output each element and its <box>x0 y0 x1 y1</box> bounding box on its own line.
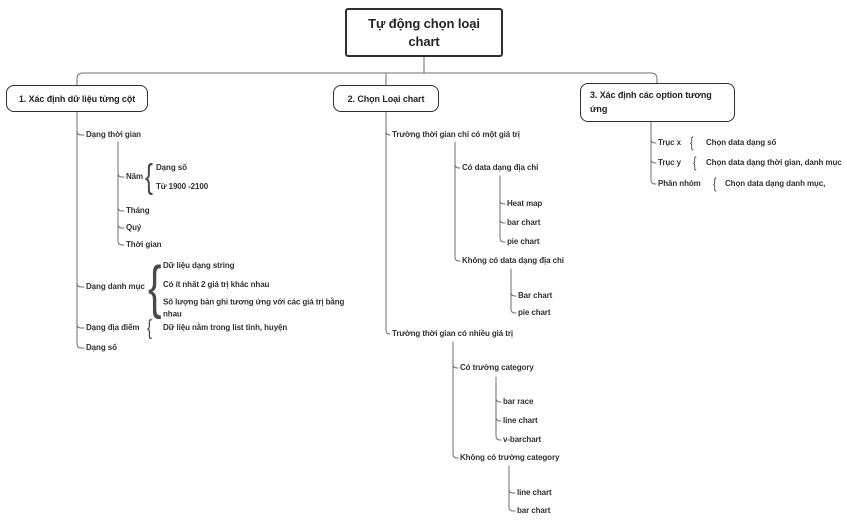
brace-dia-diem: { <box>147 316 152 340</box>
branch-3-box[interactable]: 3. Xác định các option tương ứng <box>580 83 735 122</box>
leaf-heat-map[interactable]: Heat map <box>507 199 543 209</box>
brace-truc-y: { <box>693 154 697 172</box>
note-nam-dang-so[interactable]: Dạng số <box>156 163 187 173</box>
note-nam-range[interactable]: Từ 1900 -2100 <box>156 182 209 192</box>
node-dang-so[interactable]: Dạng số <box>86 343 117 353</box>
note-danh-muc-records[interactable]: Số lượng bản ghi tương ứng với các giá t… <box>163 297 345 318</box>
leaf-v-barchart[interactable]: v-barchart <box>503 435 542 445</box>
leaf-pie-chart-1[interactable]: pie chart <box>507 237 540 247</box>
top-rail-line <box>76 72 658 86</box>
brace-truc-x: { <box>690 134 694 152</box>
node-dang-dia-diem[interactable]: Dạng địa điểm <box>86 323 140 333</box>
node-thoi-gian[interactable]: Thời gian <box>126 240 162 250</box>
node-thang[interactable]: Tháng <box>126 206 150 216</box>
node-dang-thoi-gian[interactable]: Dạng thời gian <box>86 130 141 140</box>
value-truc-x[interactable]: Chọn data dạng số <box>706 138 777 148</box>
node-nam[interactable]: Năm <box>126 172 144 182</box>
node-truc-y[interactable]: Trục y <box>658 158 681 168</box>
leaf-bar-chart-1[interactable]: bar chart <box>507 218 541 228</box>
node-truc-x[interactable]: Trục x <box>658 138 681 148</box>
node-phan-nhom[interactable]: Phân nhóm <box>658 179 701 189</box>
branch-2-box[interactable]: 2. Chọn Loại chart <box>333 85 439 112</box>
note-danh-muc-values[interactable]: Có ít nhất 2 giá trị khác nhau <box>163 280 270 290</box>
value-truc-y[interactable]: Chọn data dạng thời gian, danh mục <box>706 158 842 168</box>
node-multi-time-value[interactable]: Trường thời gian có nhiều giá trị <box>392 329 513 339</box>
leaf-line-chart-1[interactable]: line chart <box>503 416 538 426</box>
brace-danh-muc: { <box>148 255 162 320</box>
leaf-bar-chart-2[interactable]: Bar chart <box>518 291 553 301</box>
node-without-category-field[interactable]: Không có trường category <box>460 453 560 463</box>
value-phan-nhom[interactable]: Chọn data dạng danh mục, <box>725 179 826 189</box>
brace-phan-nhom: { <box>713 175 717 193</box>
note-danh-muc-string[interactable]: Dữ liệu dạng string <box>163 261 235 271</box>
note-dia-diem-list[interactable]: Dữ liệu nằm trong list tỉnh, huyện <box>163 323 288 333</box>
leaf-bar-chart-3[interactable]: bar chart <box>517 506 551 516</box>
node-single-time-value[interactable]: Trường thời gian chỉ có một giá trị <box>392 130 520 140</box>
branch-1-box[interactable]: 1. Xác định dữ liệu từng cột <box>6 85 148 112</box>
node-with-address-data[interactable]: Có data dạng địa chỉ <box>462 163 539 173</box>
brace-nam: { <box>145 158 153 196</box>
root-node[interactable]: Tự động chọn loại chart <box>345 8 503 57</box>
node-without-address-data[interactable]: Không có data dạng địa chỉ <box>462 256 564 266</box>
leaf-bar-race[interactable]: bar race <box>503 397 534 407</box>
leaf-pie-chart-2[interactable]: pie chart <box>518 308 551 318</box>
node-quy[interactable]: Quý <box>126 223 142 233</box>
node-dang-danh-muc[interactable]: Dạng danh mục <box>86 282 145 292</box>
leaf-line-chart-2[interactable]: line chart <box>517 488 552 498</box>
node-with-category-field[interactable]: Có trường category <box>460 363 534 373</box>
